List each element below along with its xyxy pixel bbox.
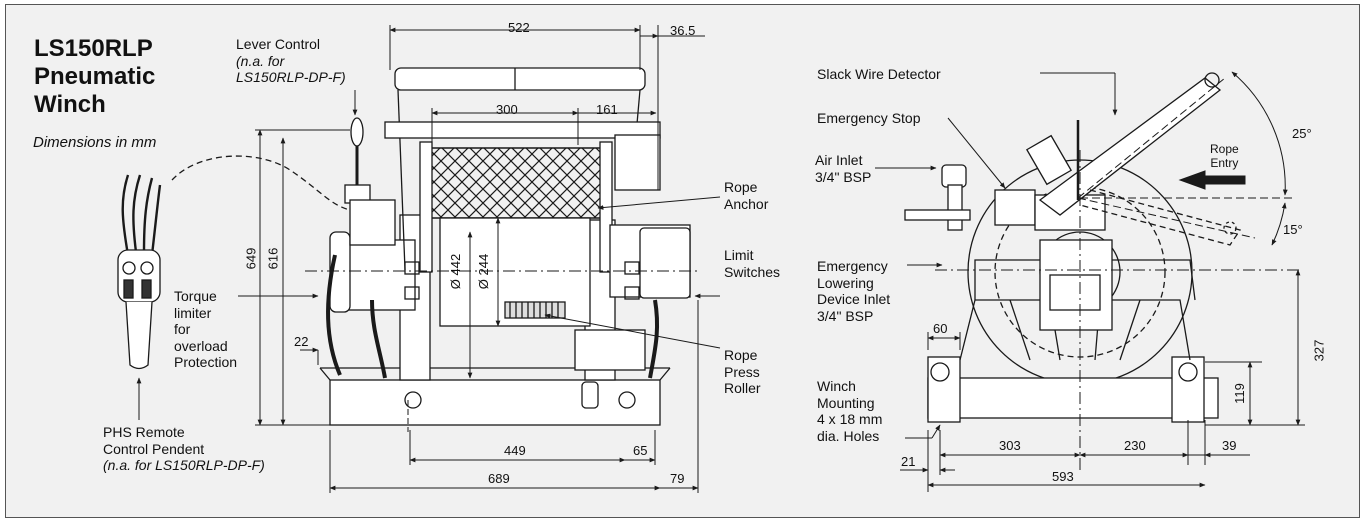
label-slack-wire-detector: Slack Wire Detector — [817, 66, 941, 82]
lever-knob — [350, 117, 364, 147]
label-emergency-lowering: Emergency Lowering Device Inlet 3/4" BSP — [817, 258, 891, 324]
dim-300: 300 — [496, 102, 518, 117]
dim-244: Ø 244 — [476, 253, 492, 290]
angle-15: 15° — [1283, 222, 1303, 237]
remote-pendant — [117, 155, 351, 370]
front-view — [904, 72, 1300, 470]
drum-mesh — [427, 147, 609, 219]
label-torque-limiter: Torque limiter for overload Protection — [174, 288, 238, 370]
angle-25: 25° — [1292, 126, 1312, 141]
dim-230: 230 — [1124, 438, 1146, 453]
dim-442: Ø 442 — [448, 253, 464, 290]
drawing-title: LS150RLP Pneumatic Winch — [34, 35, 155, 119]
dim-22: 22 — [294, 334, 309, 349]
dim-36-5: 36.5 — [670, 23, 696, 38]
title-line-2: Pneumatic — [34, 63, 156, 90]
dim-39: 39 — [1222, 438, 1237, 453]
dim-449: 449 — [504, 443, 526, 458]
label-emergency-stop: Emergency Stop — [817, 110, 921, 126]
label-lever-control: Lever Control (n.a. for LS150RLP-DP-F) — [236, 36, 346, 85]
front-dimension-lines — [875, 71, 1305, 492]
rope-entry-arrow — [1178, 170, 1246, 190]
dim-522: 522 — [508, 20, 530, 35]
dim-649: 649 — [243, 247, 259, 270]
dim-593: 593 — [1052, 469, 1074, 484]
side-view — [305, 67, 700, 432]
dim-616: 616 — [265, 247, 281, 270]
dim-161: 161 — [596, 102, 618, 117]
dim-60: 60 — [933, 321, 948, 336]
dim-327: 327 — [1311, 339, 1327, 362]
front-base — [927, 377, 1219, 419]
label-winch-mounting: Winch Mounting 4 x 18 mm dia. Holes — [817, 378, 883, 444]
label-rope-entry: Rope Entry — [1210, 142, 1239, 170]
title-line-1: LS150RLP — [34, 35, 153, 62]
label-air-inlet: Air Inlet 3/4" BSP — [815, 152, 872, 185]
label-rope-anchor: Rope Anchor — [724, 179, 769, 212]
label-rope-press-roller: Rope Press Roller — [724, 347, 761, 396]
label-phs-pendent: PHS Remote Control Pendent (n.a. for LS1… — [103, 424, 265, 473]
dim-65: 65 — [633, 443, 648, 458]
label-limit-switches: Limit Switches — [724, 247, 781, 280]
dim-21: 21 — [901, 454, 916, 469]
dim-303: 303 — [999, 438, 1021, 453]
side-dimension-lines — [136, 25, 721, 493]
base-frame — [329, 379, 661, 426]
slack-arm — [1038, 77, 1222, 216]
dim-79: 79 — [670, 471, 685, 486]
dim-689: 689 — [488, 471, 510, 486]
dimensions-note: Dimensions in mm — [33, 134, 157, 151]
top-bar — [394, 67, 646, 91]
title-line-3: Winch — [34, 91, 106, 118]
dim-119: 119 — [1231, 383, 1247, 404]
